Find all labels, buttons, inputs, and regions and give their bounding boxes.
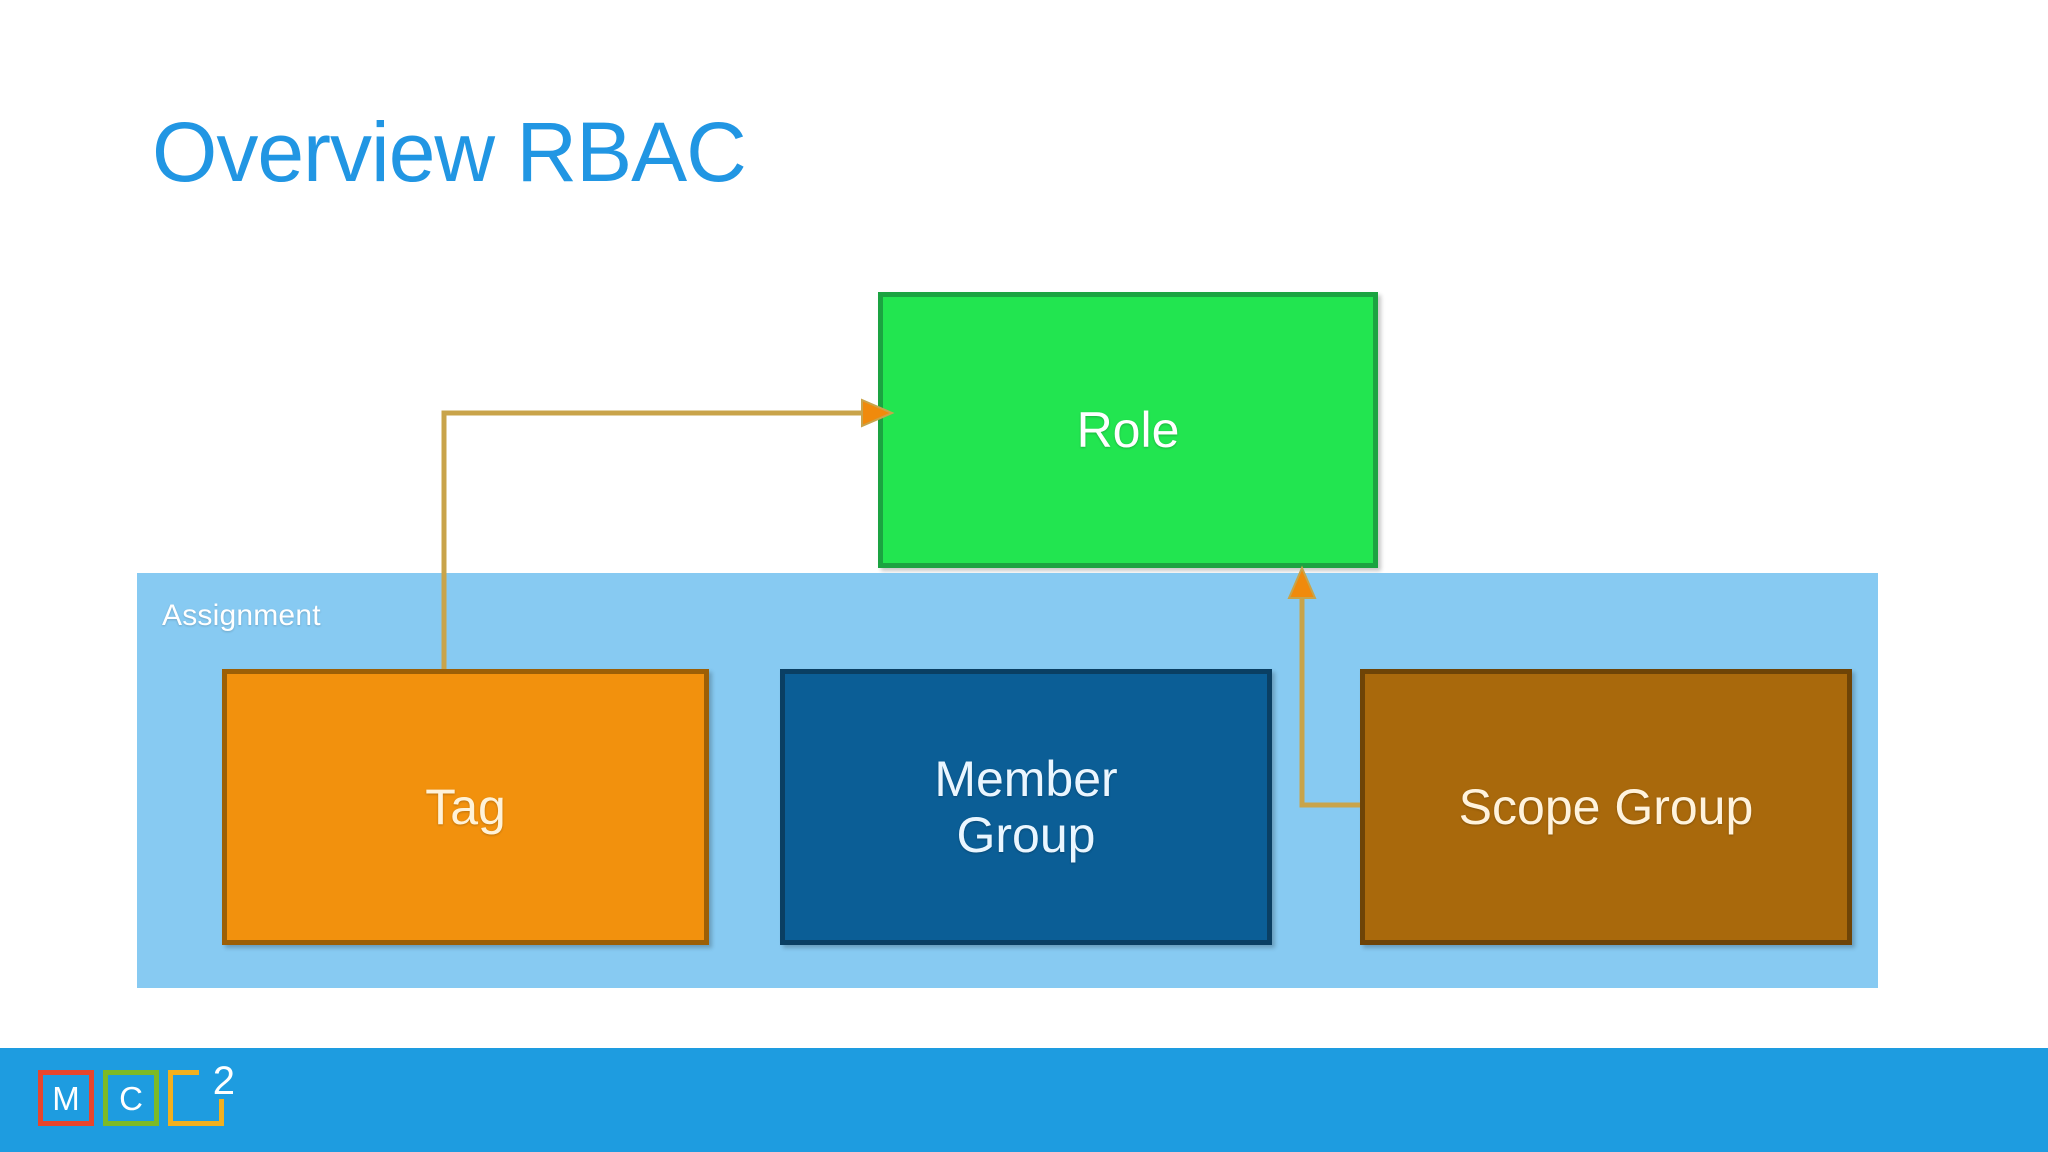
node-member-group-label-line2: Group xyxy=(956,807,1096,863)
page-title: Overview RBAC xyxy=(152,105,747,199)
logo-tile-c-letter: C xyxy=(119,1079,143,1117)
logo-tile-m-letter: M xyxy=(52,1079,80,1117)
logo-tile-square: 2 xyxy=(168,1061,235,1126)
logo-superscript-two: 2 xyxy=(212,1059,235,1103)
assignment-label: Assignment xyxy=(162,599,321,632)
node-tag[interactable]: Tag xyxy=(222,669,709,945)
node-role[interactable]: Role xyxy=(878,292,1378,568)
node-scope-group[interactable]: Scope Group xyxy=(1360,669,1852,945)
bottom-banner: M C 2 xyxy=(0,1048,2048,1152)
node-member-group-label: Member Group xyxy=(934,751,1117,863)
node-tag-label: Tag xyxy=(425,779,506,835)
node-member-group-label-line1: Member xyxy=(934,751,1118,807)
rbac-diagram: Role Assignment Tag Member Group Scope G… xyxy=(137,292,1878,988)
logo-tile-c: C xyxy=(103,1070,159,1126)
logo-tile-m: M xyxy=(38,1070,94,1126)
logo-notch xyxy=(199,1069,225,1099)
node-member-group[interactable]: Member Group xyxy=(780,669,1272,945)
node-scope-group-label: Scope Group xyxy=(1458,779,1754,835)
node-role-label: Role xyxy=(1076,402,1180,458)
logo: M C 2 xyxy=(38,1061,235,1126)
